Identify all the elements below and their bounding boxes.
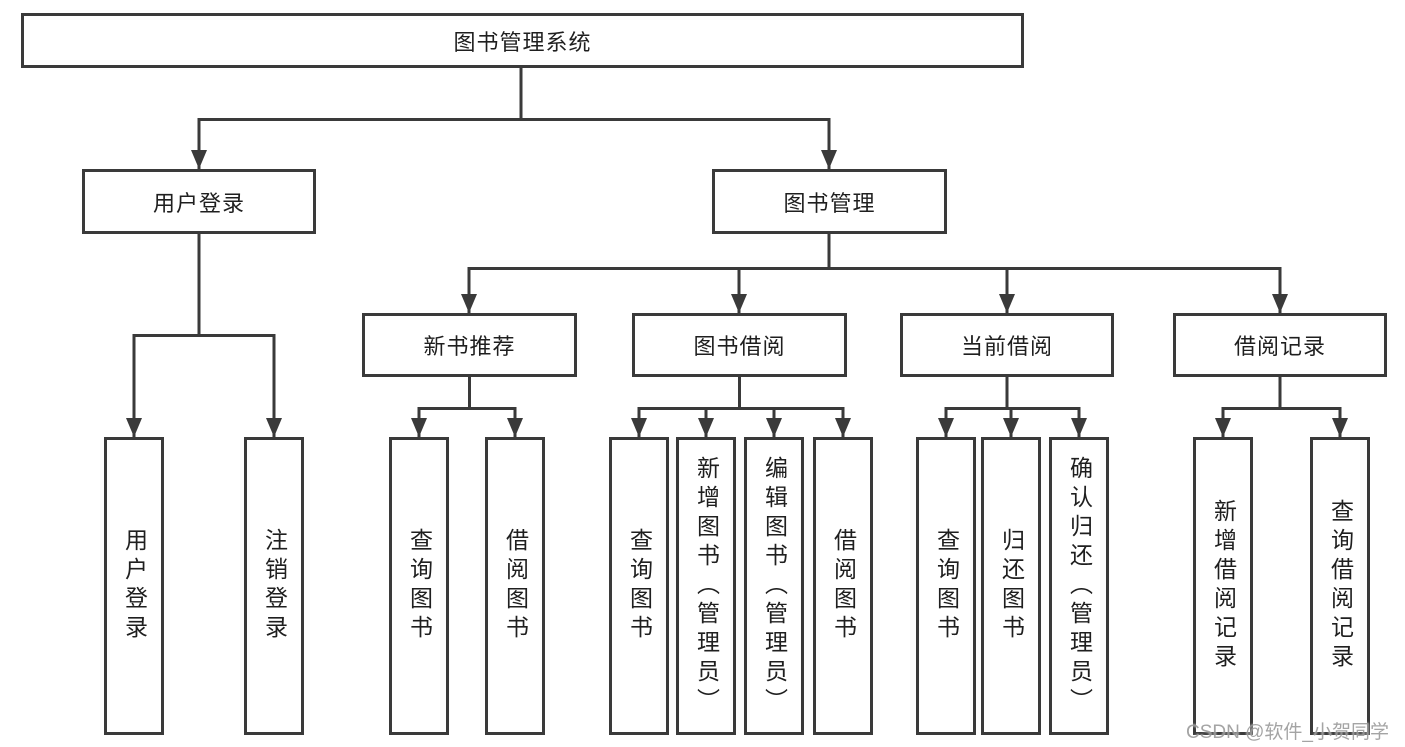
leaf-query-books-borrow-label: 查询图书: [626, 528, 653, 644]
connector-book-borrow-leaf-2: [698, 407, 740, 437]
leaf-add-borrow-record-label: 新增借阅记录: [1210, 499, 1237, 673]
leaf-edit-book-admin-label: 编辑图书（管理员）: [761, 455, 788, 717]
connector-book-mgmt-to-borrow-record: [829, 267, 1288, 313]
connector-new-book-rec-leaf-1: [411, 377, 471, 437]
connector-new-book-rec-leaf-2: [469, 407, 523, 437]
leaf-edit-book-admin: 编辑图书（管理员）: [744, 437, 804, 735]
leaf-borrow-books-recommend-label: 借阅图书: [502, 528, 529, 644]
connector-book-borrow-leaf-4: [739, 407, 851, 437]
node-root-system: 图书管理系统: [21, 13, 1024, 68]
node-new-book-recommend: 新书推荐: [362, 313, 577, 377]
node-current-borrowing: 当前借阅: [900, 313, 1114, 377]
leaf-user-login-label: 用户登录: [121, 528, 148, 644]
node-book-management-label: 图书管理: [783, 190, 876, 216]
connector-book-mgmt-to-book-borrow: [731, 267, 829, 313]
node-new-book-recommend-label: 新书推荐: [423, 334, 516, 359]
node-borrowing-records-label: 借阅记录: [1233, 334, 1326, 359]
leaf-add-book-admin: 新增图书（管理员）: [676, 437, 736, 735]
connector-user-login-to-leaf-login: [126, 233, 201, 437]
node-book-borrowing-label: 图书借阅: [693, 334, 786, 359]
connector-borrow-record-leaf-1: [1215, 377, 1282, 437]
node-user-login-label: 用户登录: [152, 190, 245, 216]
node-book-borrowing: 图书借阅: [632, 313, 847, 377]
leaf-add-book-admin-label: 新增图书（管理员）: [693, 455, 720, 717]
leaf-query-borrow-record-label: 查询借阅记录: [1327, 499, 1354, 673]
node-borrowing-records: 借阅记录: [1173, 313, 1387, 377]
connector-book-mgmt-to-new-book-rec: [461, 234, 831, 313]
connector-book-borrow-leaf-1: [631, 377, 741, 437]
leaf-return-book-label: 归还图书: [998, 528, 1025, 644]
leaf-logout: 注销登录: [244, 437, 304, 735]
leaf-borrow-books-recommend: 借阅图书: [485, 437, 545, 735]
leaf-confirm-return-admin: 确认归还（管理员）: [1049, 437, 1109, 735]
leaf-query-books-current-label: 查询图书: [933, 528, 960, 644]
leaf-query-borrow-record: 查询借阅记录: [1310, 437, 1370, 735]
csdn-watermark: CSDN @软件_小贺同学: [1186, 722, 1389, 743]
leaf-logout-label: 注销登录: [261, 528, 288, 644]
connector-root-to-book-mgmt: [521, 118, 837, 169]
leaf-borrow-books-label: 借阅图书: [830, 528, 857, 644]
leaf-return-book: 归还图书: [981, 437, 1041, 735]
node-user-login: 用户登录: [82, 169, 316, 234]
connector-current-borrow-leaf-2: [1003, 407, 1019, 437]
connector-book-borrow-leaf-3: [739, 407, 782, 437]
connector-current-borrow-leaf-1: [938, 377, 1009, 437]
connector-user-login-to-leaf-logout: [199, 334, 282, 437]
leaf-borrow-books: 借阅图书: [813, 437, 873, 735]
leaf-confirm-return-admin-label: 确认归还（管理员）: [1066, 455, 1093, 717]
connector-root-to-user-login: [191, 68, 523, 169]
connector-borrow-record-leaf-2: [1280, 407, 1348, 437]
node-current-borrowing-label: 当前借阅: [960, 334, 1053, 359]
leaf-query-books-borrow: 查询图书: [609, 437, 669, 735]
connector-book-mgmt-to-current-borrow: [829, 267, 1015, 313]
leaf-query-books-recommend: 查询图书: [389, 437, 449, 735]
connector-current-borrow-leaf-3: [1007, 407, 1087, 437]
leaf-query-books-current: 查询图书: [916, 437, 976, 735]
node-book-management: 图书管理: [712, 169, 947, 234]
leaf-query-books-recommend-label: 查询图书: [406, 528, 433, 644]
leaf-user-login: 用户登录: [104, 437, 164, 735]
leaf-add-borrow-record: 新增借阅记录: [1193, 437, 1253, 735]
node-root-label: 图书管理系统: [453, 29, 592, 55]
